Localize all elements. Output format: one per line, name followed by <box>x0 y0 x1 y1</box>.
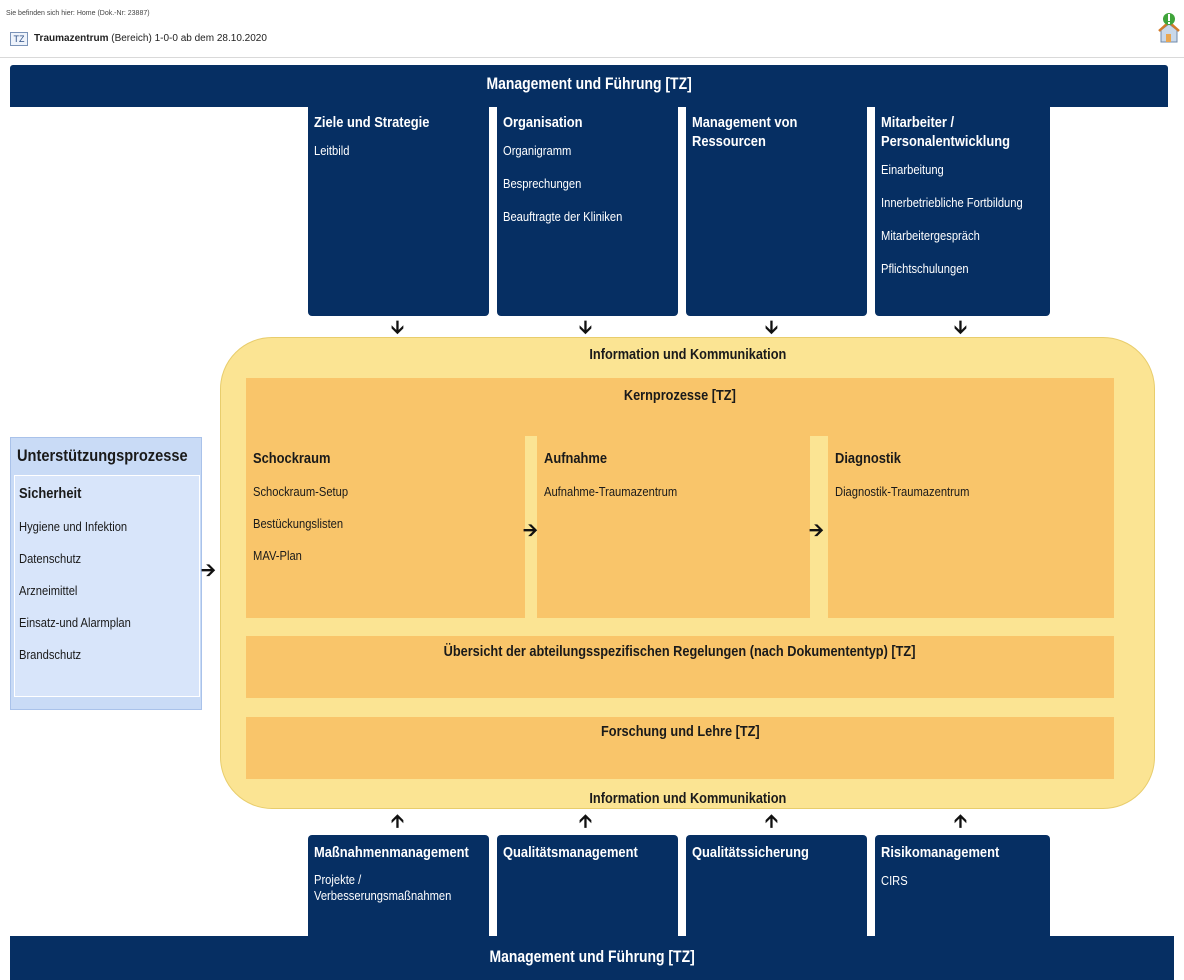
column-title-line1: Management von <box>692 114 798 131</box>
process-title: Aufnahme <box>544 450 608 467</box>
page-title: Traumazentrum <box>34 33 109 44</box>
breadcrumb: Traumazentrum (Bereich) 1-0-0 ab dem 28.… <box>34 33 267 44</box>
overview-label: Übersicht der abteilungsspezifischen Reg… <box>444 643 916 660</box>
link-mitarbeitergespraech[interactable]: Mitarbeitergespräch <box>881 228 980 243</box>
link-diagnostik-traumazentrum[interactable]: Diagnostik-Traumazentrum <box>835 484 970 499</box>
arrow-down-icon: 🡫 <box>954 317 967 337</box>
column-title: Ziele und Strategie <box>314 114 430 131</box>
link-aufnahme-traumazentrum[interactable]: Aufnahme-Traumazentrum <box>544 484 678 499</box>
research-label: Forschung und Lehre [TZ] <box>600 723 760 740</box>
info-label-top[interactable]: Information und Kommunikation <box>589 346 786 363</box>
arrow-right-icon: 🡪 <box>809 520 824 540</box>
breadcrumb-path: Sie befinden sich hier: Home (Dok.-Nr: 2… <box>6 10 150 17</box>
arrow-up-icon: 🡩 <box>579 811 592 831</box>
process-title: Diagnostik <box>835 450 901 467</box>
link-projekte[interactable]: Projekte / <box>314 872 362 887</box>
link-cirs[interactable]: CIRS <box>881 873 908 888</box>
support-security-section <box>14 475 200 697</box>
link-verbesserungsmassnahmen[interactable]: Verbesserungsmaßnahmen <box>314 888 452 903</box>
research-block[interactable]: Forschung und Lehre [TZ] <box>246 717 1114 779</box>
support-subtitle[interactable]: Sicherheit <box>19 485 82 502</box>
overview-block[interactable]: Übersicht der abteilungsspezifischen Reg… <box>246 636 1114 698</box>
arrow-right-icon: 🡪 <box>201 560 216 580</box>
support-title[interactable]: Unterstützungsprozesse <box>17 446 188 465</box>
link-besprechungen[interactable]: Besprechungen <box>503 176 582 191</box>
column-organisation[interactable]: Organisation Organigramm Besprechungen B… <box>497 105 678 316</box>
home-house-icon[interactable] <box>1158 12 1180 46</box>
column-title: Maßnahmenmanagement <box>314 844 469 861</box>
link-brandschutz[interactable]: Brandschutz <box>19 647 82 662</box>
link-mav-plan[interactable]: MAV-Plan <box>253 548 302 563</box>
process-title: Schockraum <box>253 450 331 467</box>
column-management-ressourcen[interactable]: Management von Ressourcen <box>686 105 867 316</box>
management-bar-bottom-label: Management und Führung [TZ] <box>489 947 695 966</box>
breadcrumb-bar <box>0 0 1184 58</box>
column-title: Organisation <box>503 114 583 131</box>
process-separator <box>810 436 828 618</box>
column-title-line1: Mitarbeiter / <box>881 114 955 131</box>
column-risikomanagement[interactable]: Risikomanagement CIRS <box>875 835 1050 938</box>
info-label-bottom[interactable]: Information und Kommunikation <box>589 790 786 807</box>
column-ziele-strategie[interactable]: Ziele und Strategie Leitbild <box>308 105 489 316</box>
column-massnahmenmanagement[interactable]: Maßnahmenmanagement Projekte / Verbesser… <box>308 835 489 938</box>
column-title: Qualitätssicherung <box>692 844 809 861</box>
link-pflichtschulungen[interactable]: Pflichtschulungen <box>881 261 969 276</box>
link-datenschutz[interactable]: Datenschutz <box>19 551 82 566</box>
link-fortbildung[interactable]: Innerbetriebliche Fortbildung <box>881 195 1023 210</box>
management-bar-bottom[interactable]: Management und Führung [TZ] <box>10 936 1174 980</box>
column-mitarbeiter[interactable]: Mitarbeiter / Personalentwicklung Einarb… <box>875 105 1050 316</box>
arrow-down-icon: 🡫 <box>391 317 404 337</box>
arrow-down-icon: 🡫 <box>765 317 778 337</box>
arrow-up-icon: 🡩 <box>391 811 404 831</box>
link-alarmplan[interactable]: Einsatz-und Alarmplan <box>19 615 131 630</box>
link-einarbeitung[interactable]: Einarbeitung <box>881 162 944 177</box>
management-bar-top-label: Management und Führung [TZ] <box>486 74 692 93</box>
link-organigramm[interactable]: Organigramm <box>503 143 572 158</box>
arrow-up-icon: 🡩 <box>954 811 967 831</box>
column-title: Qualitätsmanagement <box>503 844 638 861</box>
process-diagnostik[interactable]: Diagnostik Diagnostik-Traumazentrum <box>835 450 1105 499</box>
arrow-down-icon: 🡫 <box>579 317 592 337</box>
support-list: Sicherheit Hygiene und Infektion Datensc… <box>19 485 149 662</box>
tz-badge: TZ <box>10 32 28 46</box>
link-schockraum-setup[interactable]: Schockraum-Setup <box>253 484 349 499</box>
management-bar-top[interactable]: Management und Führung [TZ] <box>10 65 1168 107</box>
column-title: Risikomanagement <box>881 844 1000 861</box>
link-hygiene[interactable]: Hygiene und Infektion <box>19 519 128 534</box>
page-detail: (Bereich) 1-0-0 ab dem 28.10.2020 <box>111 33 267 44</box>
link-arzneimittel[interactable]: Arzneimittel <box>19 583 78 598</box>
process-schockraum[interactable]: Schockraum Schockraum-Setup Bestückungsl… <box>253 450 513 563</box>
link-beauftragte[interactable]: Beauftragte der Kliniken <box>503 209 623 224</box>
column-title-line2: Ressourcen <box>692 133 766 150</box>
process-aufnahme[interactable]: Aufnahme Aufnahme-Traumazentrum <box>544 450 804 499</box>
arrow-right-icon: 🡪 <box>523 520 538 540</box>
core-processes: Kernprozesse [TZ] <box>246 378 1114 618</box>
link-bestueckungslisten[interactable]: Bestückungslisten <box>253 516 344 531</box>
process-separator <box>525 436 537 618</box>
column-qualitaetssicherung[interactable]: Qualitätssicherung <box>686 835 867 938</box>
column-title-line2: Personalentwicklung <box>881 133 1011 150</box>
arrow-up-icon: 🡩 <box>765 811 778 831</box>
core-processes-title[interactable]: Kernprozesse [TZ] <box>624 387 736 404</box>
column-qualitaetsmanagement[interactable]: Qualitätsmanagement <box>497 835 678 938</box>
link-leitbild[interactable]: Leitbild <box>314 143 350 158</box>
